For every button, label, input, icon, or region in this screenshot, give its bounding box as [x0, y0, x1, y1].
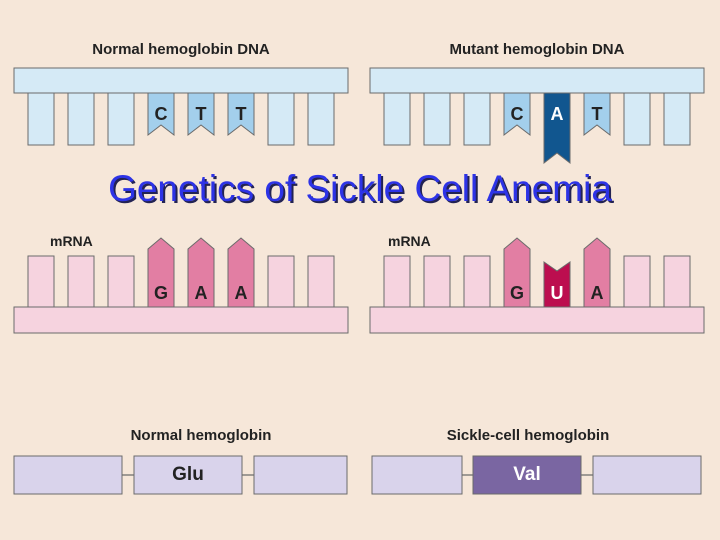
normal-mrna-base-letter: A	[195, 283, 208, 303]
normal-dna-base	[107, 92, 135, 146]
mutant-dna-base-letter: C	[511, 104, 524, 124]
mutant-dna-base-t	[583, 92, 611, 137]
mutant-mrna-base-g	[503, 237, 531, 308]
mutant-protein-segment	[371, 455, 463, 495]
mutant-mrna-base	[623, 255, 651, 308]
mutant-mrna-base-letter: A	[591, 283, 604, 303]
mutant-mrna-backbone	[369, 306, 705, 334]
mutant-mrna-base-a	[583, 237, 611, 308]
mutant-mrna-base-u	[543, 261, 571, 308]
normal-hemoglobin-label: Normal hemoglobin	[130, 427, 272, 444]
mutant-dna-base	[463, 92, 491, 146]
normal-mrna-base-a	[187, 237, 215, 308]
mutant-dna-base	[423, 92, 451, 146]
mutant-mrna-label: mRNA	[388, 233, 431, 249]
sickle-hemoglobin-label: Sickle-cell hemoglobin	[446, 427, 610, 444]
normal-dna-base-letter: T	[236, 104, 247, 124]
mutant-protein-segment	[592, 455, 702, 495]
mutant-dna-backbone	[369, 67, 705, 94]
normal-dna-base	[267, 92, 295, 146]
page-title: Genetics of Sickle Cell Anemia	[108, 168, 612, 209]
normal-mrna-base-letter: G	[154, 283, 168, 303]
mutant-dna-base-letter: A	[551, 104, 564, 124]
normal-dna-base	[67, 92, 95, 146]
val-residue: Val	[513, 464, 541, 485]
mutant-dna-base-letter: T	[592, 104, 603, 124]
mutant-mrna-base	[463, 255, 491, 308]
mutant-dna-base	[663, 92, 691, 146]
normal-mrna-base	[27, 255, 55, 308]
mutant-mrna-base	[663, 255, 691, 308]
mutant-dna-base-a	[543, 92, 571, 165]
mutant-dna-label: Mutant hemoglobin DNA	[449, 41, 625, 58]
mutant-dna-base-c	[503, 92, 531, 137]
mutant-mrna-base-letter: U	[551, 283, 564, 303]
mutant-mrna-base	[383, 255, 411, 308]
normal-dna-backbone	[13, 67, 349, 94]
normal-mrna-base-letter: A	[235, 283, 248, 303]
normal-mrna-base-a	[227, 237, 255, 308]
mutant-dna-base	[383, 92, 411, 146]
normal-dna-base	[27, 92, 55, 146]
normal-dna-base-letter: T	[196, 104, 207, 124]
normal-dna-base	[307, 92, 335, 146]
normal-mrna-backbone	[13, 306, 349, 334]
normal-dna-base-t	[227, 92, 255, 137]
normal-dna-base-c	[147, 92, 175, 137]
mutant-protein-residue-box	[472, 455, 582, 495]
normal-mrna-base	[67, 255, 95, 308]
normal-protein-segment	[253, 455, 348, 495]
normal-mrna-base	[307, 255, 335, 308]
normal-dna-base-letter: C	[155, 104, 168, 124]
mutant-mrna-base-letter: G	[510, 283, 524, 303]
mutant-mrna-base	[423, 255, 451, 308]
normal-mrna-base	[267, 255, 295, 308]
normal-mrna-base	[107, 255, 135, 308]
normal-mrna-base-g	[147, 237, 175, 308]
normal-dna-label: Normal hemoglobin DNA	[92, 41, 270, 58]
normal-dna-base-t	[187, 92, 215, 137]
glu-residue: Glu	[172, 464, 204, 485]
normal-protein-residue-box	[133, 455, 243, 495]
normal-mrna-label: mRNA	[50, 233, 93, 249]
normal-protein-segment	[13, 455, 123, 495]
mutant-dna-base	[623, 92, 651, 146]
